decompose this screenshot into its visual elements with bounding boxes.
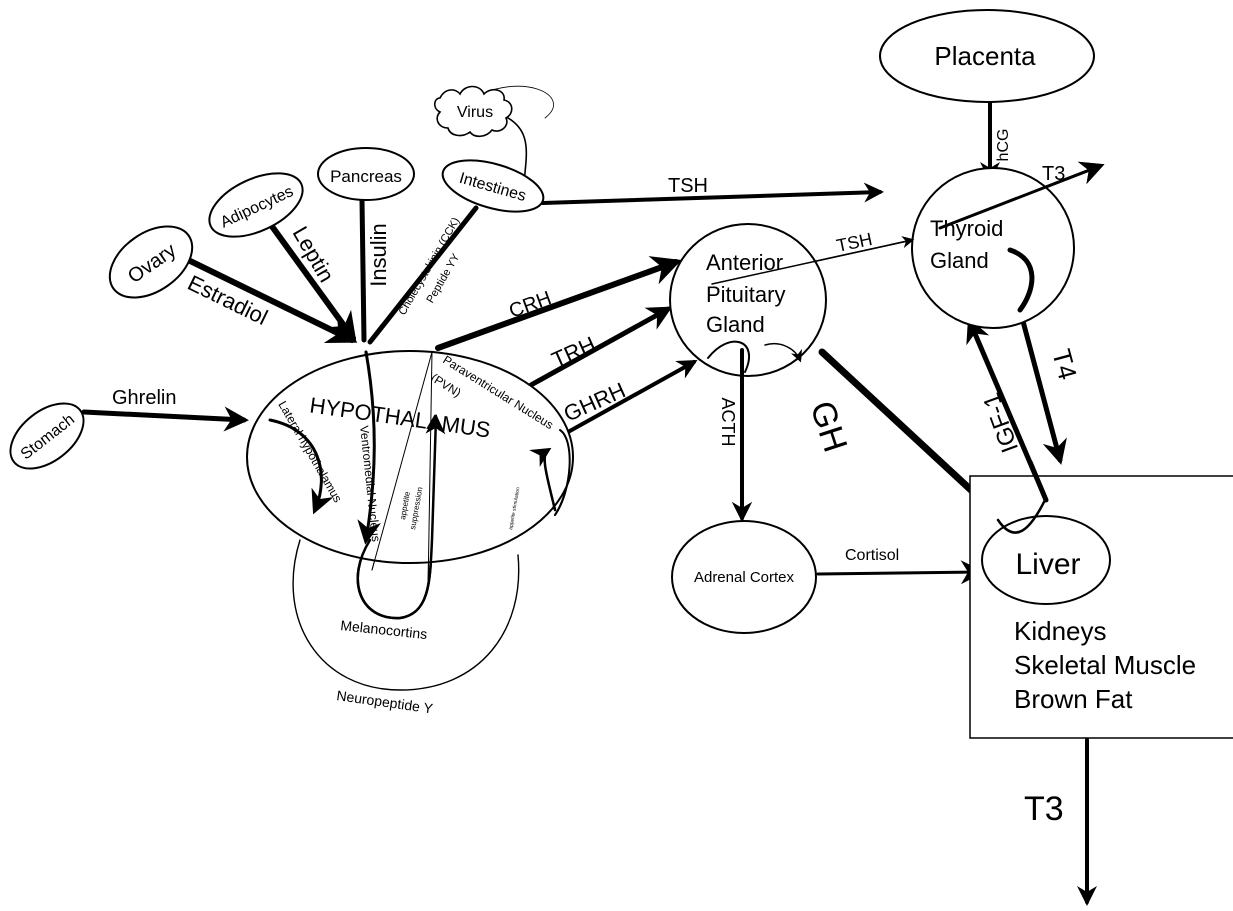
- ovary-node: [108, 225, 194, 299]
- intestines-node: [441, 159, 545, 213]
- t3-top-label: T3: [1042, 163, 1065, 185]
- igf1-label: IGF-1: [978, 389, 1024, 456]
- insulin-label: Insulin: [366, 223, 391, 287]
- stomach-node: [9, 402, 85, 470]
- adipocytes-node: [208, 172, 304, 238]
- liver-box-item-2: Skeletal Muscle: [1014, 650, 1196, 680]
- virus-node: Virus: [433, 85, 513, 138]
- thyroid-gland-line-2: Gland: [930, 248, 989, 273]
- anterior-pituitary-node: [669, 223, 827, 377]
- ghrh-arrow: [566, 360, 698, 434]
- hypothalamus-node: [246, 350, 574, 564]
- t3-bottom-label: T3: [1024, 790, 1064, 828]
- trh-arrow: [528, 306, 673, 388]
- placenta-node: [879, 9, 1095, 103]
- leptin-arrow: [268, 222, 357, 343]
- anterior-pituitary-line-3: Gland: [706, 312, 765, 337]
- estradiol-arrow: [175, 252, 358, 343]
- virus-label: Virus: [457, 104, 493, 121]
- neuropeptide-y-loop: [292, 539, 520, 691]
- ghrelin-label: Ghrelin: [112, 387, 176, 409]
- t4-label: T4: [1046, 346, 1083, 383]
- overlay-arrows: [268, 161, 1105, 620]
- liver-box-item-3: Brown Fat: [1014, 684, 1133, 714]
- tsh-top-arrow: [541, 182, 884, 205]
- neuropeptide-y-label: Neuropeptide Y: [336, 687, 435, 716]
- tsh-top-label: TSH: [668, 175, 708, 197]
- cck-arrow: [367, 205, 479, 345]
- trh-label: TRH: [548, 331, 599, 372]
- liver-node: [981, 515, 1111, 605]
- tsh-mid-label: TSH: [835, 229, 874, 256]
- thyroid-gland-node: [911, 167, 1075, 329]
- liver-box: [969, 475, 1233, 739]
- ghrelin-arrow: [81, 406, 249, 432]
- pancreas-label: Pancreas: [330, 167, 402, 186]
- crh-arrow: [435, 256, 682, 351]
- hcg-label: hCG: [995, 129, 1012, 162]
- anterior-pituitary-line-2: Pituitary: [706, 282, 785, 307]
- pancreas-node: [317, 147, 415, 201]
- cortisol-arrow: [816, 560, 985, 585]
- liver-label: Liver: [1015, 548, 1080, 581]
- gh-label: GH: [803, 396, 855, 456]
- insulin-arrow: [359, 197, 367, 343]
- melanocortins-label: Melanocortins: [340, 617, 428, 642]
- acth-label: ACTH: [718, 398, 738, 447]
- nodes: Placenta Virus Pancreas Adipocytes Intes…: [9, 9, 1233, 739]
- cortisol-label: Cortisol: [845, 547, 899, 564]
- liver-box-item-1: Kidneys: [1014, 616, 1107, 646]
- adrenal-cortex-label: Adrenal Cortex: [694, 569, 795, 586]
- placenta-label: Placenta: [934, 41, 1036, 71]
